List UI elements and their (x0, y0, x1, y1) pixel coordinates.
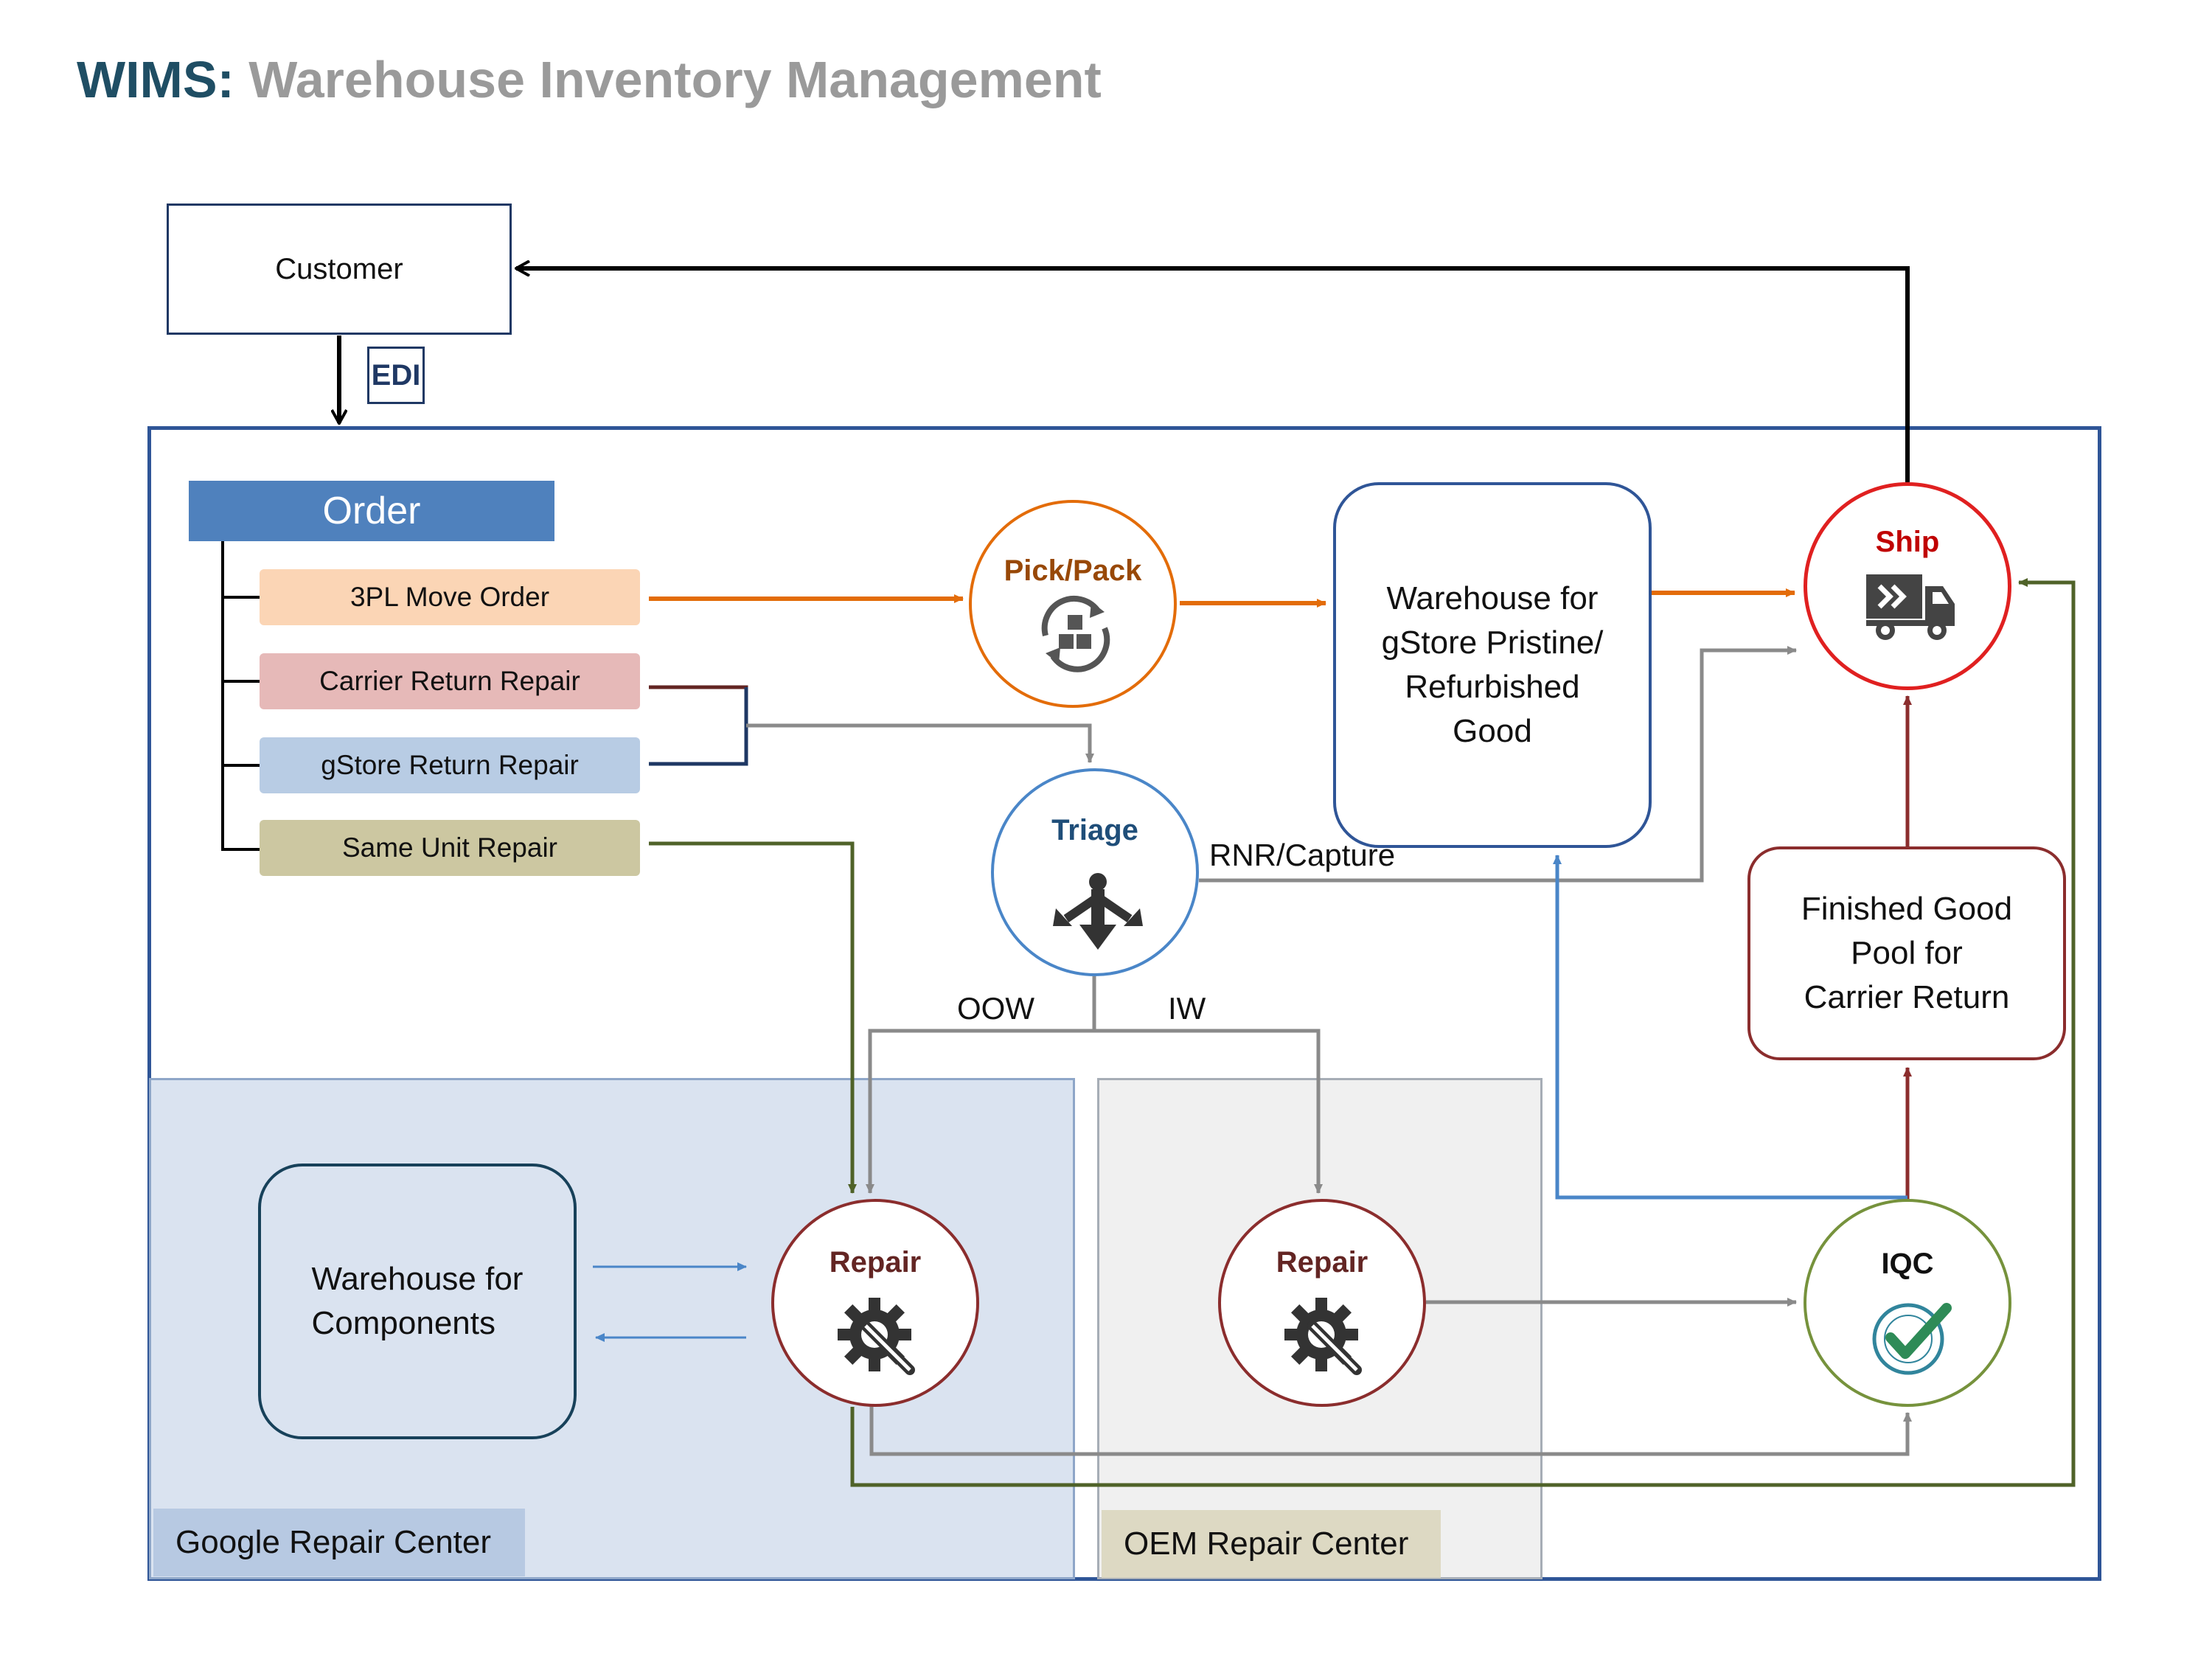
warehouse-pristine-line4: Good (1453, 713, 1532, 749)
gear-wrench-icon (1284, 1298, 1362, 1375)
wh-comp-line2: Components (311, 1305, 495, 1341)
repair-oem-node: Repair (1218, 1199, 1426, 1407)
google-repair-center-label: Google Repair Center (153, 1509, 525, 1576)
warehouse-pristine-line3: Refurbished (1405, 669, 1580, 705)
title-text: Warehouse Inventory Management (248, 51, 1102, 108)
warehouse-pristine-line2: gStore Pristine/ (1381, 625, 1604, 661)
pick-pack-label: Pick/Pack (1004, 554, 1142, 587)
warehouse-components-box: Warehouse for Components (258, 1164, 577, 1439)
order-type-3pl-move: 3PL Move Order (260, 569, 640, 625)
iw-label: IW (1168, 991, 1206, 1026)
ship-node: Ship (1804, 482, 2011, 690)
repair-oem-label: Repair (1276, 1246, 1368, 1279)
ship-label: Ship (1875, 526, 1940, 558)
delivery-truck-icon (1866, 574, 1955, 640)
edi-badge: EDI (367, 347, 425, 404)
oem-repair-center-label: OEM Repair Center (1102, 1510, 1441, 1578)
iqc-node: IQC (1804, 1199, 2011, 1407)
warehouse-pristine-box: Warehouse for gStore Pristine/ Refurbish… (1333, 482, 1652, 848)
triage-node: Triage (991, 768, 1199, 976)
iqc-label: IQC (1881, 1248, 1934, 1280)
order-type-same-unit-repair: Same Unit Repair (260, 820, 640, 876)
boxes-cycle-icon (1041, 595, 1110, 672)
finished-good-pool-box: Finished Good Pool for Carrier Return (1747, 846, 2066, 1060)
order-type-carrier-return-repair: Carrier Return Repair (260, 653, 640, 709)
quality-approved-stamp-icon (1872, 1303, 1952, 1375)
wh-comp-line1: Warehouse for (311, 1261, 524, 1297)
rnr-capture-label: RNR/Capture (1209, 838, 1396, 872)
triage-label: Triage (1051, 814, 1138, 846)
pick-pack-node: Pick/Pack (969, 500, 1177, 708)
title-acronym: WIMS: (77, 51, 234, 108)
repair-google-label: Repair (829, 1246, 922, 1279)
fgp-line2: Pool for (1851, 935, 1963, 971)
oow-label: OOW (957, 991, 1034, 1026)
order-header: Order (189, 481, 554, 541)
page-title: WIMS: Warehouse Inventory Management (77, 50, 1102, 109)
gear-wrench-icon (838, 1298, 915, 1375)
fgp-line1: Finished Good (1801, 891, 2013, 927)
repair-google-node: Repair (771, 1199, 979, 1407)
fgp-line3: Carrier Return (1804, 979, 2010, 1015)
split-arrows-icon (1053, 873, 1143, 950)
warehouse-pristine-line1: Warehouse for (1386, 580, 1599, 616)
order-type-gstore-return-repair: gStore Return Repair (260, 737, 640, 793)
customer-box: Customer (167, 204, 512, 335)
